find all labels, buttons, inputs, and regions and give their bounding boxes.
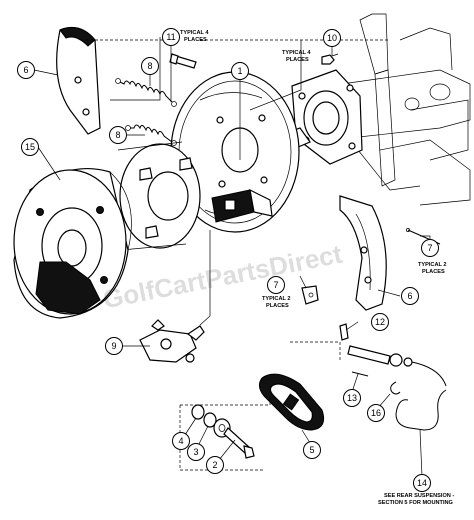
callout-15: 15 [21,138,39,156]
svg-text:8: 8 [115,130,120,140]
note-rear-suspension: SEE REAR SUSPENSION - SECTION 5 FOR MOUN… [378,493,454,506]
note-typical4-b: TYPICAL 4 PLACES [282,50,311,63]
svg-text:7: 7 [427,243,432,253]
callout-10: 10 [323,29,341,47]
svg-text:15: 15 [25,142,35,152]
svg-text:6: 6 [407,291,412,301]
callout-7-right: 7 [421,239,439,257]
return-spring-upper [115,78,177,107]
brake-lever-assembly [139,319,205,363]
cable-assembly [339,323,447,431]
svg-text:4: 4 [178,436,183,446]
callout-9: 9 [105,337,123,355]
svg-text:6: 6 [23,65,28,75]
note-text: TYPICAL 4 [282,50,311,56]
callout-14: 14 [413,474,431,492]
svg-text:8: 8 [147,61,152,71]
svg-text:9: 9 [111,341,116,351]
wheel-hub [117,141,201,251]
callout-11: 11 [162,28,180,46]
callout-2: 2 [206,456,224,474]
note-typical2-b: TYPICAL 2 PLACES [262,296,291,309]
note-text: PLACES [422,269,445,275]
callout-1: 1 [231,62,249,80]
svg-text:13: 13 [347,393,357,403]
note-text: PLACES [184,37,207,43]
return-spring-lower [125,124,177,146]
bolt-11 [169,53,197,69]
svg-text:12: 12 [375,317,385,327]
svg-text:1: 1 [237,66,242,76]
callout-3: 3 [187,443,205,461]
svg-text:10: 10 [327,33,337,43]
callout-8-upper: 8 [141,57,159,75]
brake-drum [13,167,132,319]
callout-16: 16 [367,404,385,422]
svg-text:11: 11 [166,32,175,42]
brake-shoe-lower [339,195,387,311]
callout-13: 13 [343,389,361,407]
callout-5: 5 [303,441,321,459]
clip-7 [301,285,319,305]
note-text: TYPICAL 4 [180,30,209,36]
adjuster-hardware [191,404,255,459]
callout-8-lower: 8 [109,126,127,144]
bearing-flange [291,54,363,165]
callout-7-clip: 7 [267,276,285,294]
note-text: SEE REAR SUSPENSION - [384,493,454,499]
dust-boot [258,373,325,431]
svg-text:2: 2 [212,460,217,470]
note-text: TYPICAL 2 [262,296,291,302]
note-text: PLACES [266,303,289,309]
note-text: PLACES [286,57,309,63]
svg-text:5: 5 [309,445,314,455]
note-typical2-a: TYPICAL 2 PLACES [418,262,447,275]
callout-6-lower: 6 [401,287,419,305]
svg-text:7: 7 [273,280,278,290]
callout-4: 4 [172,432,190,450]
note-typical4-a: TYPICAL 4 PLACES [180,30,209,43]
note-text: TYPICAL 2 [418,262,447,268]
callout-12: 12 [371,313,389,331]
svg-text:16: 16 [371,408,381,418]
callout-6-upper: 6 [17,61,35,79]
svg-text:14: 14 [417,478,427,488]
svg-text:3: 3 [193,447,198,457]
brake-shoe-upper [56,27,101,135]
note-text: SECTION 5 FOR MOUNTING [378,500,453,506]
